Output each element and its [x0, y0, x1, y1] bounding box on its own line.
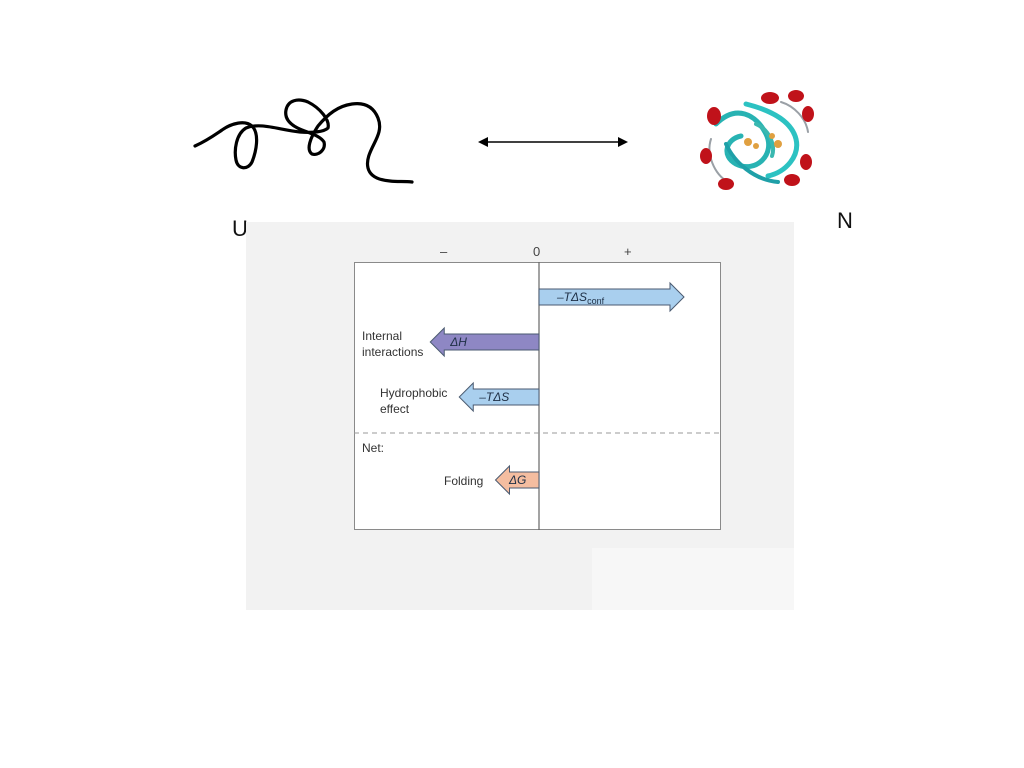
folding-label: Folding: [444, 474, 484, 488]
hydrophobic-entropy-arrow-label: –TΔS: [478, 390, 509, 404]
hydrophobic-effect-label: Hydrophobic effect: [380, 386, 448, 416]
hydrophobic-entropy-arrow: [458, 381, 540, 413]
net-label: Net:: [362, 441, 385, 455]
enthalpy-arrow-label: ΔH: [449, 335, 467, 349]
axis-tick-zero: 0: [533, 244, 541, 259]
folding-free-energy-arrow: [494, 464, 540, 496]
native-state-label: N: [837, 208, 853, 233]
internal-interactions-label: Internal interactions: [362, 329, 424, 359]
conformational-entropy-arrow: [538, 281, 685, 313]
double-headed-arrow-icon: [478, 137, 628, 147]
enthalpy-arrow: [429, 326, 540, 358]
figure-background-corner: [592, 548, 794, 610]
unfolded-state-label: U: [232, 216, 248, 241]
axis-tick-negative: –: [440, 244, 448, 259]
protein-ribbon-icon: [700, 90, 814, 190]
axis-tick-positive: +: [624, 244, 632, 259]
folding-free-energy-arrow-label: ΔG: [508, 473, 526, 487]
random-coil-icon: [193, 98, 414, 184]
